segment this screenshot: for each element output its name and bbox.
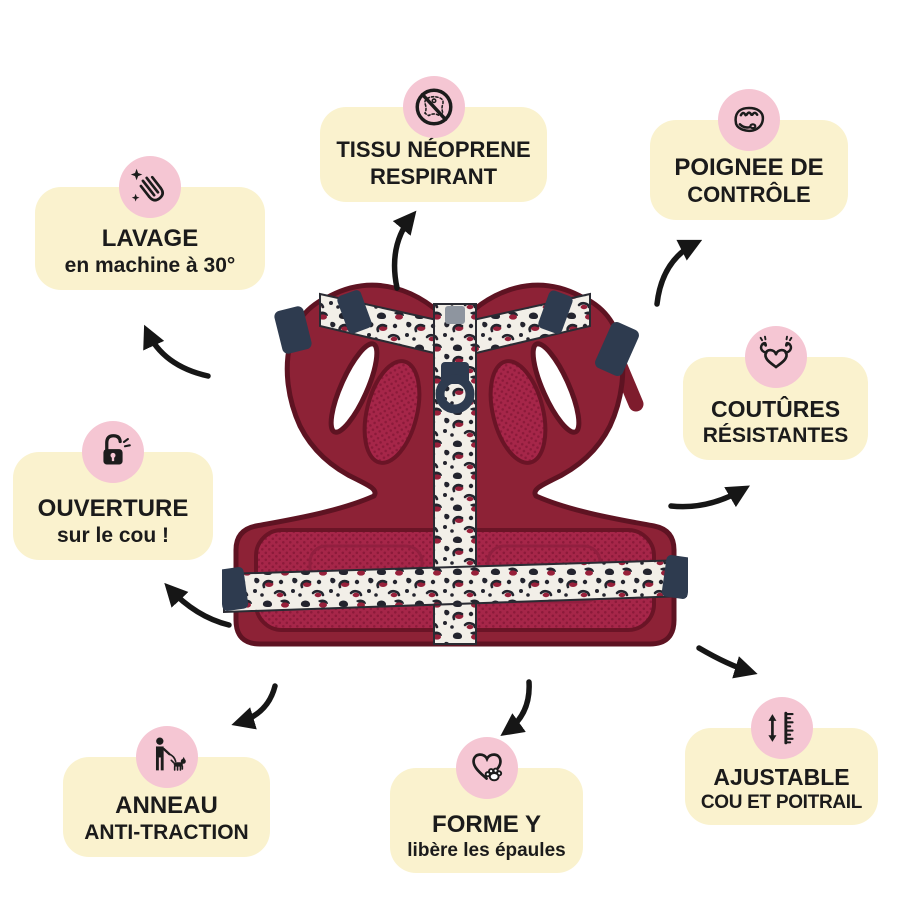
harness-left-opening <box>328 341 380 435</box>
callout-subtitle: libère les épaules <box>407 839 566 861</box>
grey-center-clip <box>445 306 465 324</box>
callout-coutures-resistantes: COUTÛRES RÉSISTANTES <box>683 326 868 460</box>
callout-title: COUTÛRES <box>710 396 841 423</box>
arrow-to-lavage <box>143 324 211 379</box>
fist-icon <box>718 89 780 151</box>
buckle-top-right <box>538 290 573 334</box>
arrow-to-anneau <box>231 683 278 730</box>
buckle-side-left <box>274 306 312 354</box>
callout-subtitle: CONTRÔLE <box>687 182 811 208</box>
harness-right-mesh-pad <box>488 359 548 465</box>
callout-subtitle: RÉSISTANTES <box>702 424 849 448</box>
buckle-bottom-right <box>661 555 688 599</box>
callout-ouverture-cou: OUVERTURE sur le cou ! <box>13 421 213 560</box>
heart-paw-icon <box>455 737 518 799</box>
adjustable-ruler-icon <box>750 697 813 759</box>
arrow-to-ajustable <box>696 645 758 679</box>
callout-tissu-neoprene: TISSU NÉOPRENE RESPIRANT <box>320 76 547 202</box>
callout-title: OUVERTURE <box>37 495 189 523</box>
callout-title: AJUSTABLE <box>713 763 850 790</box>
callout-title: TISSU NÉOPRENE <box>336 137 531 163</box>
d-ring <box>435 374 475 414</box>
callout-ajustable: AJUSTABLE COU ET POITRAIL <box>685 697 878 825</box>
callout-forme-y: FORME Y libère les épaules <box>390 737 583 873</box>
hand-wash-icon <box>119 156 181 218</box>
buckle-side-right <box>595 321 639 377</box>
callout-title: ANNEAU <box>115 792 218 820</box>
callout-lavage: LAVAGE en machine à 30° <box>35 156 265 290</box>
callout-anneau-anti-traction: ANNEAU ANTI-TRACTION <box>63 726 270 857</box>
strong-heart-icon <box>744 326 807 388</box>
callout-title: LAVAGE <box>101 225 199 253</box>
callout-subtitle: RESPIRANT <box>369 164 498 190</box>
callout-subtitle: COU ET POITRAIL <box>700 791 863 813</box>
buckle-top-left <box>337 290 372 334</box>
harness-right-opening <box>530 341 582 435</box>
callout-subtitle: en machine à 30° <box>64 254 236 278</box>
harness-left-mesh-pad <box>362 359 422 465</box>
callout-subtitle: sur le cou ! <box>56 524 170 548</box>
arrow-to-forme-y <box>500 679 532 737</box>
callout-subtitle: ANTI-TRACTION <box>84 821 249 845</box>
callout-poignee-controle: POIGNEE DE CONTRÔLE <box>650 89 848 220</box>
arrow-to-ouverture <box>164 582 232 628</box>
callout-title: POIGNEE DE <box>674 153 824 181</box>
no-leather-icon <box>402 76 465 138</box>
dog-walker-icon <box>135 726 198 788</box>
open-padlock-icon <box>82 421 144 483</box>
callout-title: FORME Y <box>432 810 541 838</box>
dog-harness-image <box>222 282 688 647</box>
